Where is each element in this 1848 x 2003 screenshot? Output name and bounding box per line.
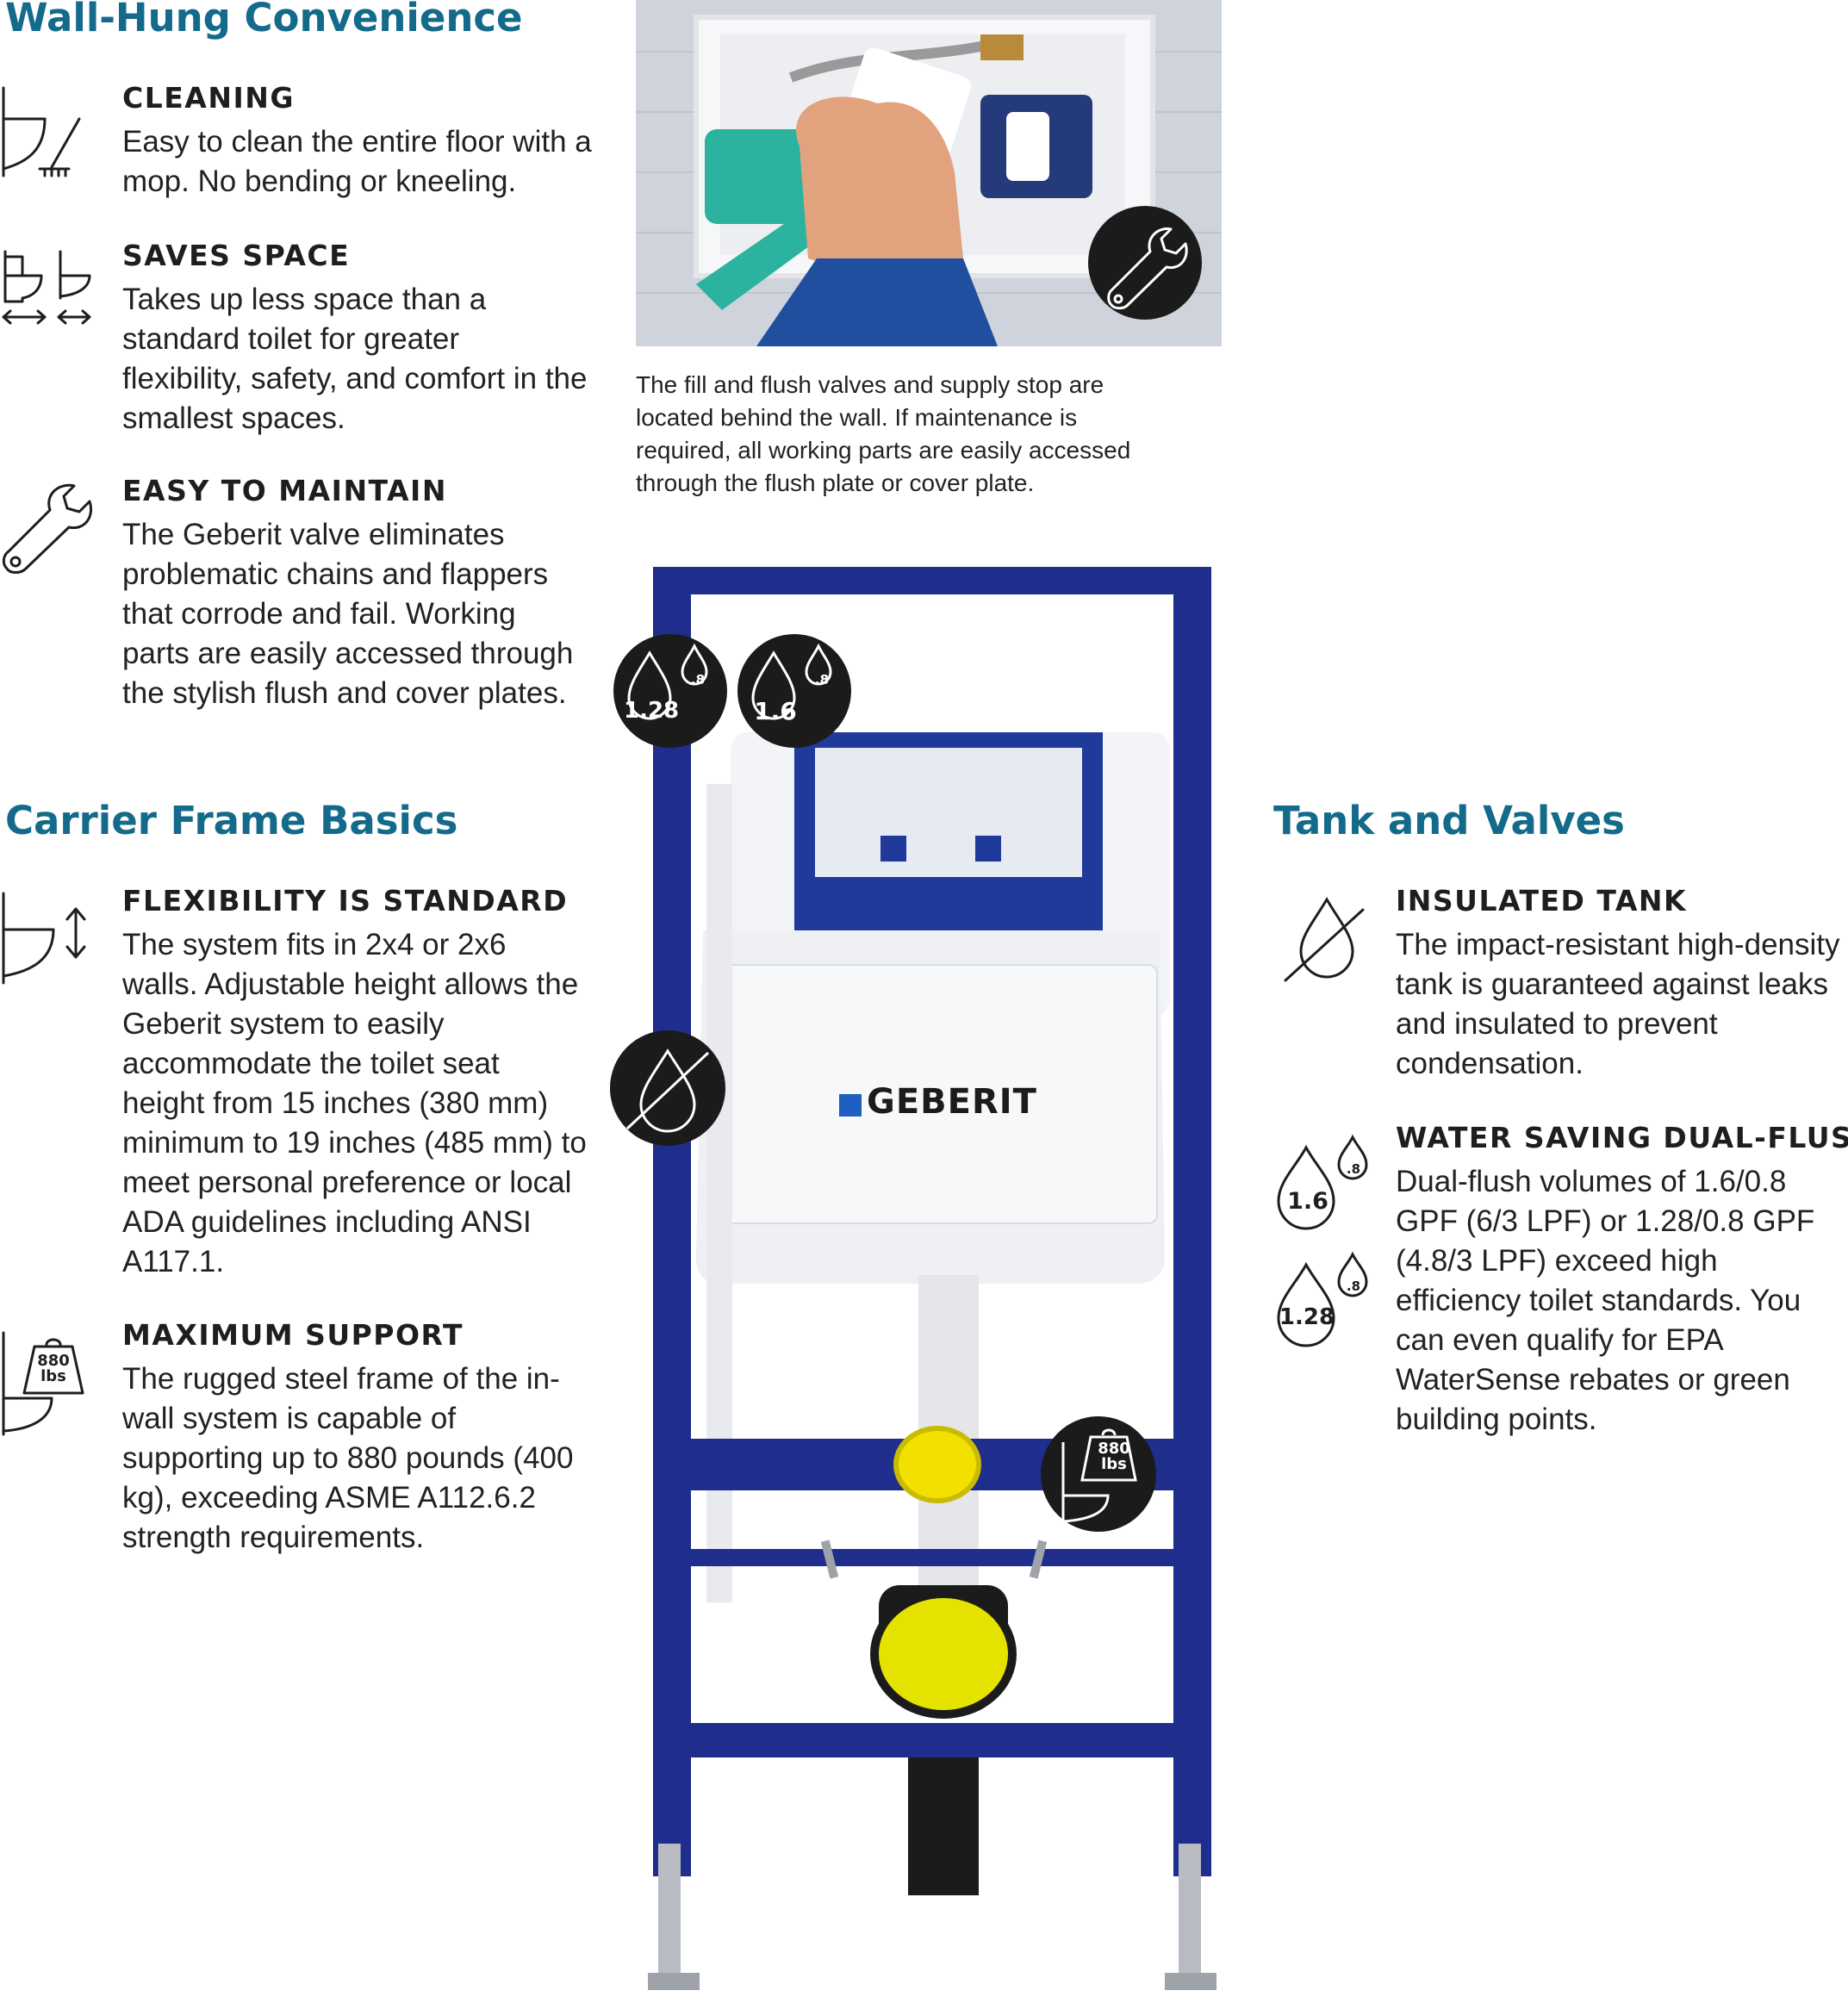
feature-title: EASY TO MAINTAIN bbox=[122, 474, 447, 507]
section-title-wall-hung: Wall-Hung Convenience bbox=[5, 0, 523, 40]
badge-label-128: 1.28 bbox=[624, 698, 680, 724]
feature-body: Dual-flush volumes of 1.6/0.8 GPF (6/3 L… bbox=[1396, 1165, 1815, 1436]
insulated-tank-badge bbox=[610, 1030, 725, 1146]
feature-title: SAVES SPACE bbox=[122, 239, 351, 272]
feature-title: MAXIMUM SUPPORT bbox=[122, 1318, 464, 1352]
feature-title: INSULATED TANK bbox=[1396, 884, 1688, 918]
mop-toilet-icon bbox=[0, 86, 86, 181]
feature-flexibility: FLEXIBILITY IS STANDARD The system fits … bbox=[122, 884, 588, 1282]
feature-dual-flush: WATER SAVING DUAL-FLUSH Dual-flush volum… bbox=[1396, 1121, 1848, 1440]
feature-maximum-support: MAXIMUM SUPPORT The rugged steel frame o… bbox=[122, 1318, 605, 1558]
dual-flush-16-badge bbox=[737, 634, 851, 748]
weight-icon-label: 880 lbs bbox=[37, 1352, 70, 1385]
feature-cleaning: CLEANING Easy to clean the entire floor … bbox=[122, 81, 605, 202]
carrier-frame-image bbox=[644, 560, 1222, 2003]
feature-title: WATER SAVING DUAL-FLUSH bbox=[1396, 1121, 1848, 1154]
feature-easy-to-maintain: EASY TO MAINTAIN The Geberit valve elimi… bbox=[122, 474, 588, 713]
weight-capacity-badge bbox=[1041, 1416, 1156, 1532]
feature-body: The rugged steel frame of the in-wall sy… bbox=[122, 1362, 574, 1554]
feature-body: Takes up less space than a standard toil… bbox=[122, 283, 588, 435]
feature-saves-space: SAVES SPACE Takes up less space than a s… bbox=[122, 239, 588, 439]
wrench-icon bbox=[0, 482, 95, 577]
no-condensation-icon bbox=[1282, 896, 1365, 986]
feature-body: The Geberit valve eliminates problematic… bbox=[122, 518, 574, 710]
feature-insulated-tank: INSULATED TANK The impact-resistant high… bbox=[1396, 884, 1844, 1084]
flush-08-label: .8 bbox=[1346, 1161, 1361, 1177]
maintenance-photo bbox=[636, 0, 1222, 346]
badge-label-08: .8 bbox=[690, 672, 706, 687]
dual-flush-128-badge bbox=[613, 634, 727, 748]
flush-16-icon bbox=[1275, 1134, 1378, 1235]
feature-body: Easy to clean the entire floor with a mo… bbox=[122, 125, 592, 198]
feature-body: The impact-resistant high-density tank i… bbox=[1396, 928, 1840, 1080]
feature-title: CLEANING bbox=[122, 81, 295, 115]
badge-label-16: 1.6 bbox=[754, 697, 797, 725]
weight-badge-label: 880 lbs bbox=[1098, 1440, 1130, 1473]
flush-16-label: 1.6 bbox=[1287, 1188, 1328, 1215]
section-title-carrier-frame: Carrier Frame Basics bbox=[5, 798, 458, 843]
section-title-tank-valves: Tank and Valves bbox=[1273, 798, 1625, 843]
feature-title: FLEXIBILITY IS STANDARD bbox=[122, 884, 569, 918]
feature-body: The system fits in 2x4 or 2x6 walls. Adj… bbox=[122, 928, 587, 1278]
space-compare-icon bbox=[0, 250, 95, 336]
flush-128-icon bbox=[1275, 1251, 1378, 1353]
height-adjust-icon bbox=[0, 892, 95, 986]
flush-08-label: .8 bbox=[1346, 1278, 1361, 1294]
brand-logo-text: GEBERIT bbox=[867, 1082, 1037, 1122]
photo-caption: The fill and flush valves and supply sto… bbox=[636, 371, 1131, 496]
weight-capacity-icon bbox=[0, 1331, 95, 1439]
badge-label-08: .8 bbox=[814, 672, 830, 687]
flush-128-label: 1.28 bbox=[1279, 1304, 1335, 1330]
